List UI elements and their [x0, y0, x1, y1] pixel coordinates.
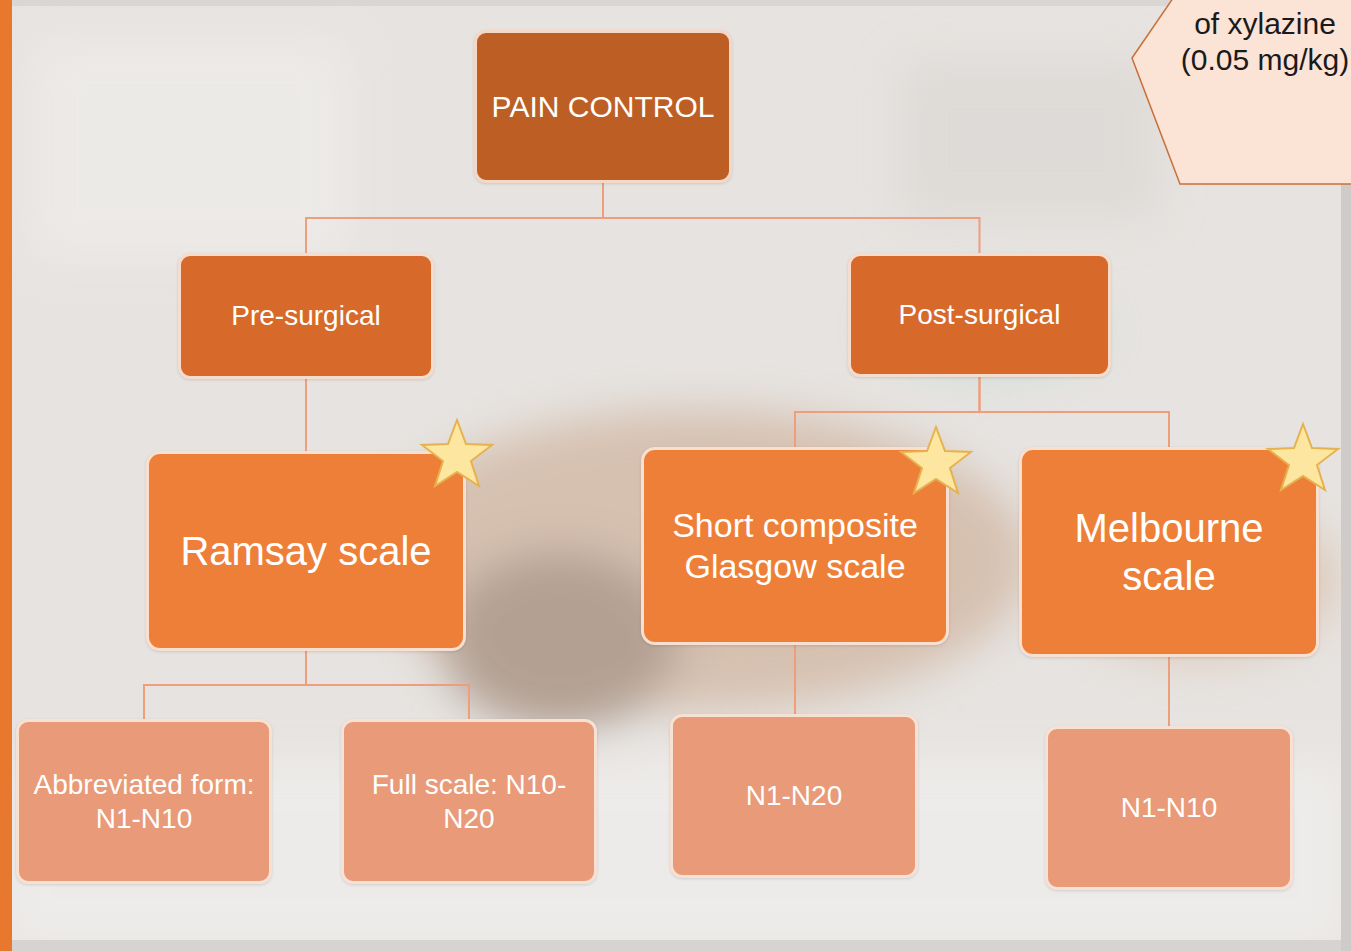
node-label: Pre-surgical: [231, 299, 380, 333]
node-label: Abbreviated form: N1-N10: [33, 768, 255, 835]
tree-connector: [306, 183, 603, 253]
node-label: Short composite Glasgow scale: [658, 505, 932, 587]
tree-connector: [306, 651, 469, 719]
callout-shape: of xylazine (0.05 mg/kg): [1128, 0, 1351, 185]
range-box: Full scale: N10-N20: [341, 719, 597, 884]
node-label: Melbourne scale: [1036, 504, 1302, 600]
scale-box: Short composite Glasgow scale: [641, 447, 949, 645]
node-label: PAIN CONTROL: [492, 89, 715, 125]
tree-connector: [144, 651, 306, 719]
range-box: N1-N20: [670, 714, 918, 878]
tree-connector: [305, 379, 307, 451]
star-icon: [422, 420, 492, 486]
star-icon: [901, 427, 971, 493]
range-box: Abbreviated form: N1-N10: [16, 719, 272, 884]
category-box: Post-surgical: [848, 253, 1111, 377]
node-label: Full scale: N10-N20: [358, 768, 580, 835]
tree-connector: [603, 183, 980, 253]
tree-connector: [795, 377, 980, 447]
scale-box: Melbourne scale: [1019, 447, 1319, 657]
tree-connector: [980, 377, 1170, 447]
node-label: Ramsay scale: [180, 527, 431, 575]
callout-polygon: [1132, 0, 1351, 184]
node-label: N1-N10: [1121, 791, 1217, 825]
category-box: Pre-surgical: [178, 253, 434, 379]
tree-connector: [1168, 657, 1170, 726]
node-label: N1-N20: [746, 779, 842, 813]
scale-box: Ramsay scale: [146, 451, 466, 651]
node-label: of xylazine (0.05 mg/kg): [1180, 6, 1350, 78]
root-box: PAIN CONTROL: [474, 30, 732, 183]
node-label: Post-surgical: [899, 298, 1061, 332]
range-box: N1-N10: [1045, 726, 1293, 890]
star-icon: [1268, 424, 1338, 490]
tree-connector: [794, 645, 796, 714]
